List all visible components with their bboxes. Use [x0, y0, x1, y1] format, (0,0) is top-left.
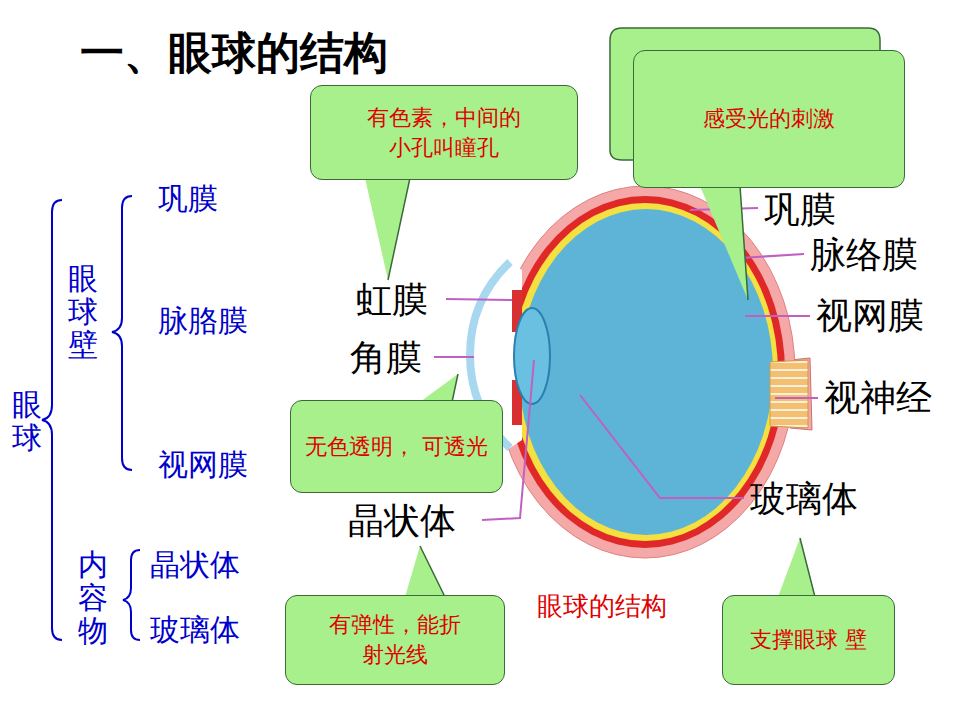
callout-text: 无色透明， 可透光	[305, 432, 488, 462]
tree-label: 眼球壁	[68, 262, 98, 361]
tree-label: 内容物	[78, 548, 108, 647]
tree-label: 巩膜	[158, 182, 218, 217]
part-label: 巩膜	[764, 189, 836, 230]
callout-box: 支撑眼球 壁	[722, 595, 895, 685]
part-label: 玻璃体	[750, 478, 858, 519]
part-label: 角膜	[350, 337, 422, 378]
tree-label: 晶状体	[150, 548, 240, 583]
callout-box: 有色素，中间的 小孔叫瞳孔	[310, 85, 578, 180]
tree-label: 脉胳膜	[158, 304, 248, 339]
callout-text: 支撑眼球 壁	[750, 625, 867, 655]
callout-box: 感受光的刺激	[633, 50, 905, 188]
part-label: 视网膜	[816, 295, 924, 336]
tree-label: 视网膜	[158, 448, 248, 483]
tree-label: 眼球	[12, 388, 42, 454]
part-label: 虹膜	[356, 279, 428, 320]
callout-box: 无色透明， 可透光	[290, 400, 503, 493]
callout-box: 有弹性，能折 射光线	[285, 595, 505, 685]
page-title: 一、眼球的结构	[80, 28, 388, 79]
part-label: 晶状体	[348, 500, 456, 541]
part-label: 脉络膜	[810, 234, 918, 275]
part-label: 视神经	[824, 377, 932, 418]
callout-text: 有色素，中间的 小孔叫瞳孔	[321, 103, 567, 162]
tree-label: 玻璃体	[150, 613, 240, 648]
callout-text: 感受光的刺激	[703, 104, 835, 134]
callout-text: 有弹性，能折 射光线	[296, 610, 494, 669]
figure-caption: 眼球的结构	[537, 592, 667, 622]
